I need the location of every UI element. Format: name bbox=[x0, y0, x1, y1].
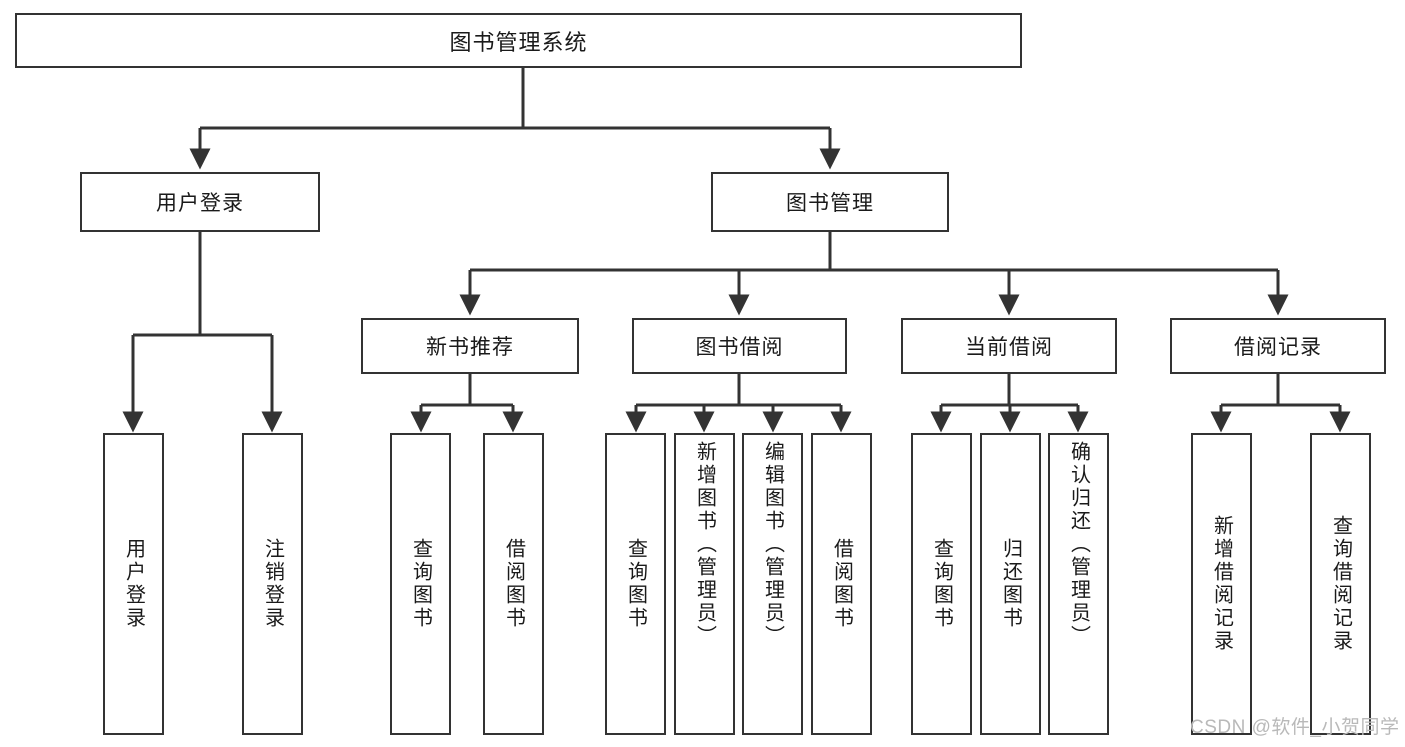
node-label: 新增图书（管理员） bbox=[693, 441, 716, 648]
node-label: 用户登录 bbox=[122, 538, 145, 630]
node-label: 查询借阅记录 bbox=[1329, 515, 1352, 653]
node-label: 用户登录 bbox=[156, 192, 244, 215]
csdn-watermark: CSDN @软件_小贺同学 bbox=[1190, 717, 1400, 738]
node-label: 编辑图书（管理员） bbox=[761, 441, 784, 648]
node-label: 借阅记录 bbox=[1234, 336, 1322, 359]
node-leaf-borrow-book-2[interactable]: 借阅图书 bbox=[811, 433, 872, 735]
node-leaf-add-record[interactable]: 新增借阅记录 bbox=[1191, 433, 1252, 735]
node-label: 确认归还（管理员） bbox=[1067, 441, 1090, 648]
node-label: 新增借阅记录 bbox=[1210, 515, 1233, 653]
node-label: 图书借阅 bbox=[695, 336, 784, 359]
node-user-login[interactable]: 用户登录 bbox=[80, 172, 320, 232]
node-leaf-query-book-2[interactable]: 查询图书 bbox=[605, 433, 666, 735]
node-label: 图书管理系统 bbox=[449, 29, 588, 55]
node-leaf-add-book[interactable]: 新增图书（管理员） bbox=[674, 433, 735, 735]
node-leaf-edit-book[interactable]: 编辑图书（管理员） bbox=[742, 433, 803, 735]
node-label: 查询图书 bbox=[409, 538, 432, 630]
node-label: 注销登录 bbox=[261, 538, 284, 630]
node-book-management[interactable]: 图书管理 bbox=[711, 172, 949, 232]
node-system-title[interactable]: 图书管理系统 bbox=[15, 13, 1022, 68]
node-new-book-recommend[interactable]: 新书推荐 bbox=[361, 318, 579, 374]
node-label: 新书推荐 bbox=[426, 336, 514, 359]
node-leaf-query-record[interactable]: 查询借阅记录 bbox=[1310, 433, 1371, 735]
node-current-borrow[interactable]: 当前借阅 bbox=[901, 318, 1117, 374]
node-leaf-query-book-1[interactable]: 查询图书 bbox=[390, 433, 451, 735]
node-borrow-record[interactable]: 借阅记录 bbox=[1170, 318, 1386, 374]
node-label: 当前借阅 bbox=[965, 336, 1053, 359]
node-label: 图书管理 bbox=[786, 192, 874, 215]
node-label: 查询图书 bbox=[624, 538, 647, 630]
node-label: 查询图书 bbox=[930, 538, 953, 630]
node-leaf-user-login[interactable]: 用户登录 bbox=[103, 433, 164, 735]
node-label: 归还图书 bbox=[999, 538, 1022, 630]
node-leaf-return-book[interactable]: 归还图书 bbox=[980, 433, 1041, 735]
node-label: 借阅图书 bbox=[830, 538, 853, 630]
node-label: 借阅图书 bbox=[502, 538, 525, 630]
node-leaf-confirm-return[interactable]: 确认归还（管理员） bbox=[1048, 433, 1109, 735]
node-leaf-logout-login[interactable]: 注销登录 bbox=[242, 433, 303, 735]
node-book-borrow[interactable]: 图书借阅 bbox=[632, 318, 847, 374]
node-leaf-borrow-book-1[interactable]: 借阅图书 bbox=[483, 433, 544, 735]
node-leaf-query-book-3[interactable]: 查询图书 bbox=[911, 433, 972, 735]
